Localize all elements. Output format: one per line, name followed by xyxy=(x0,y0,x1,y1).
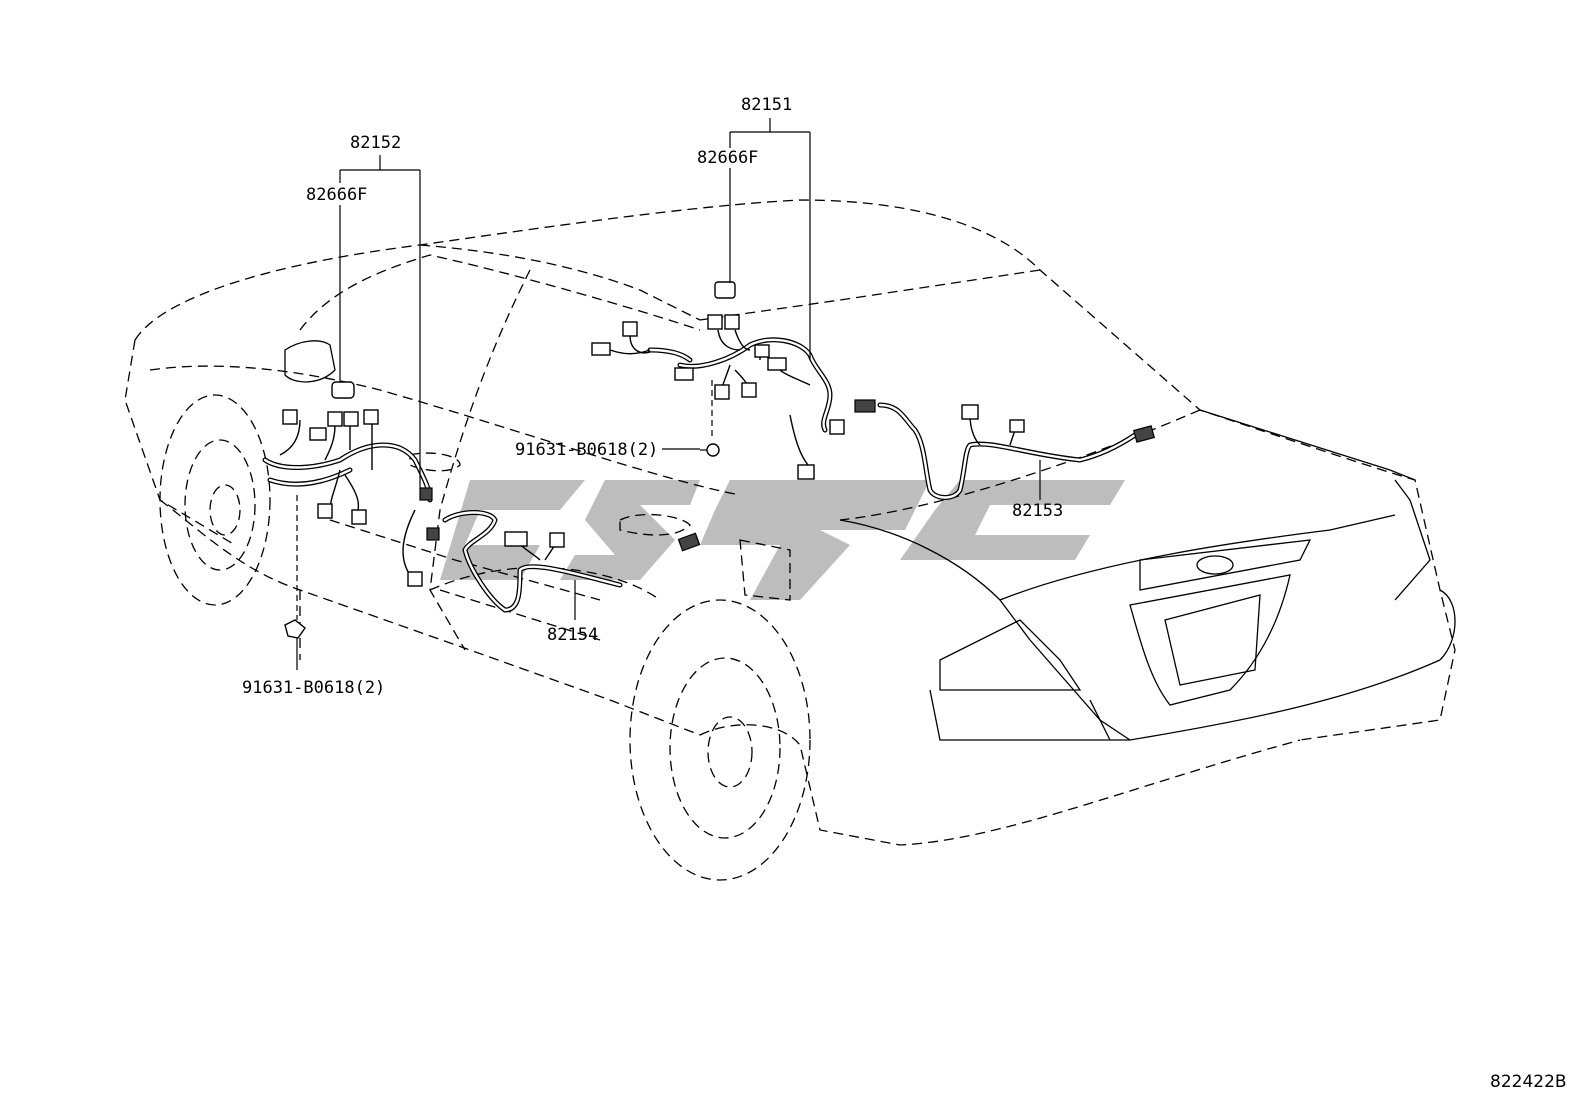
door-handle-rear xyxy=(619,513,691,536)
label-bolt-upper: 91631-B0618(2) xyxy=(515,440,658,460)
label-82152: 82152 xyxy=(350,133,401,153)
label-82153: 82153 xyxy=(1012,501,1063,521)
harness-82154 xyxy=(426,510,701,613)
label-82666f-right: 82666F xyxy=(697,148,758,168)
label-82154: 82154 xyxy=(547,625,598,645)
harness-82153 xyxy=(854,399,1155,500)
fuel-lid xyxy=(739,539,791,601)
harness-82152 xyxy=(262,381,433,587)
car-outline xyxy=(124,199,1456,846)
bolt-upper xyxy=(700,443,720,457)
bolt-lower xyxy=(284,619,306,670)
label-bolt-lower: 91631-B0618(2) xyxy=(242,678,385,698)
rear-wheel xyxy=(629,599,811,881)
door-mirror xyxy=(284,340,336,383)
label-82151: 82151 xyxy=(741,95,792,115)
label-82666f-left: 82666F xyxy=(306,185,367,205)
leader-lines xyxy=(296,118,1041,620)
watermark-logo xyxy=(440,480,1125,600)
front-wheel xyxy=(159,394,271,606)
figure-reference: 822422B xyxy=(1490,1072,1567,1092)
car-rear xyxy=(839,409,1456,741)
